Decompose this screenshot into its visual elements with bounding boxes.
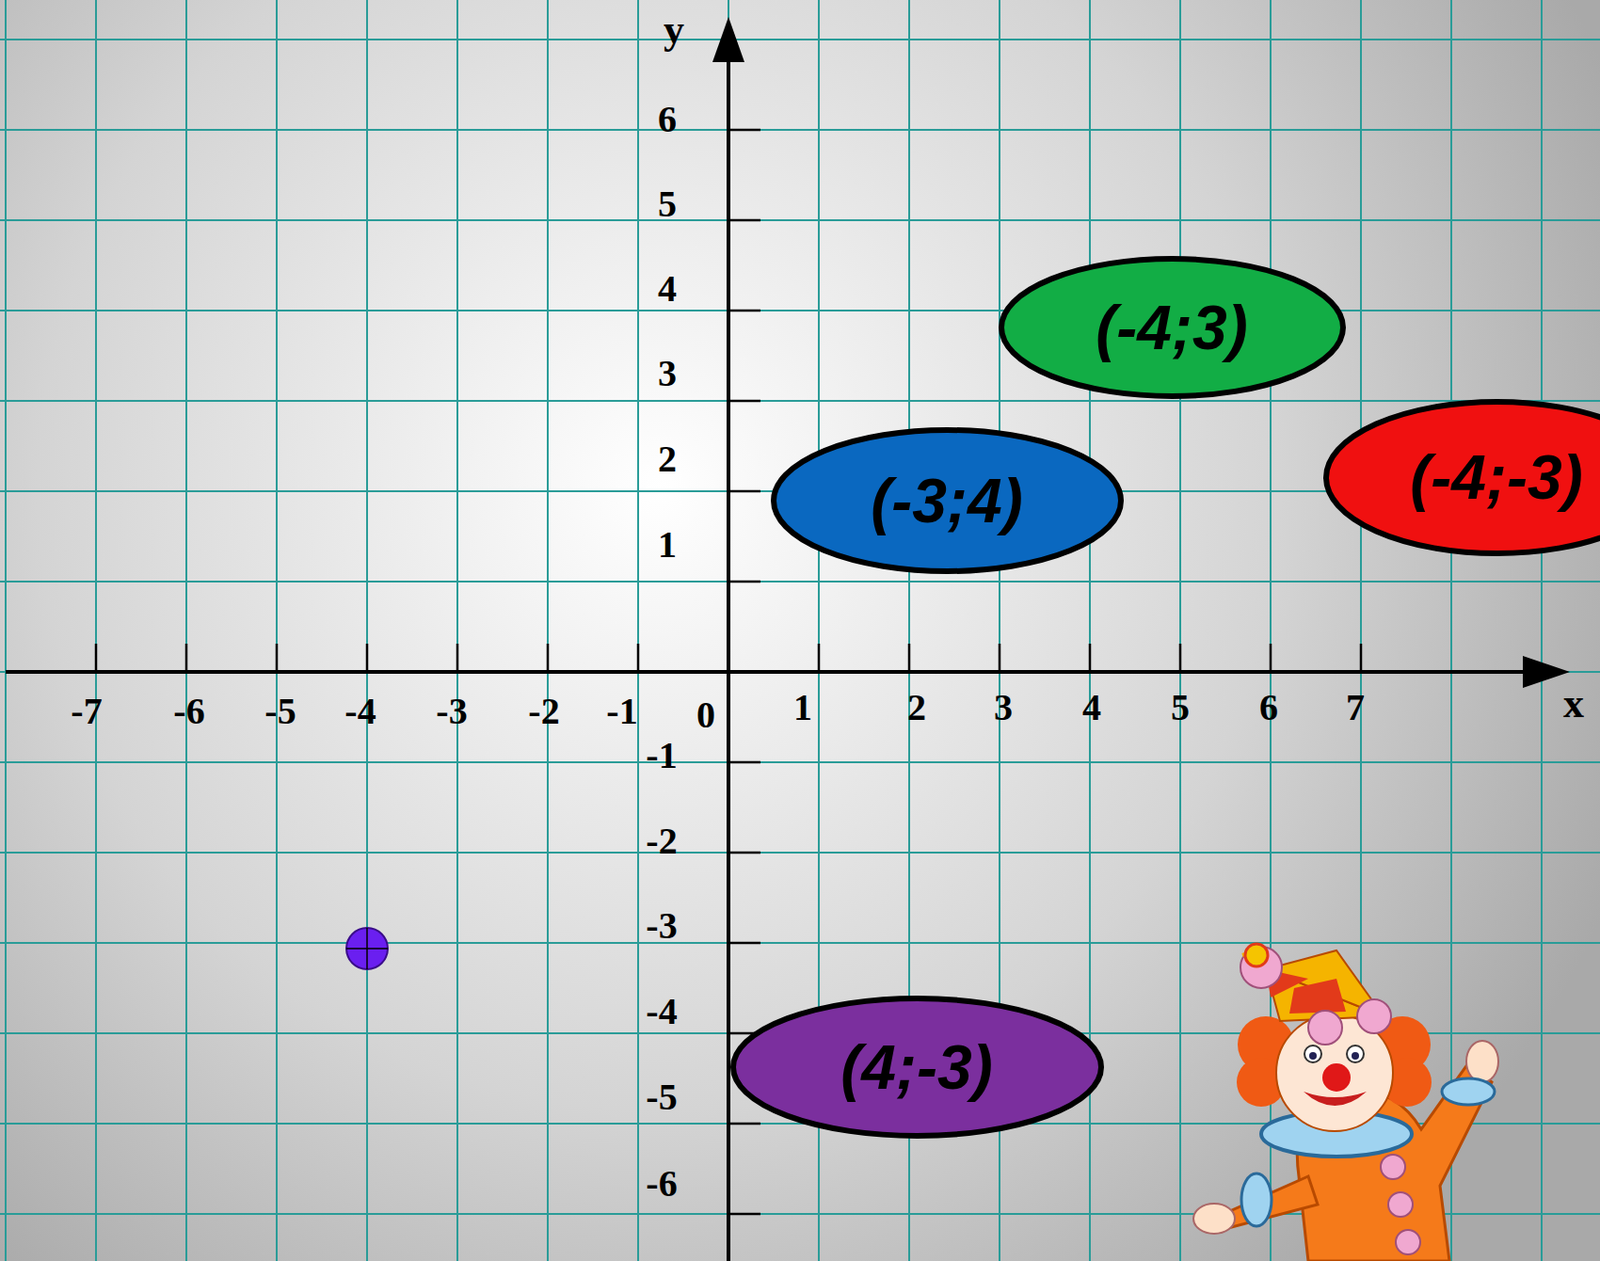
clown-illustration [1193,944,1499,1261]
tick [728,851,761,855]
axis-label: -5 [645,1078,677,1117]
grid-line [0,219,1600,222]
grid-line [275,0,278,1261]
axis-label: 3 [657,354,677,393]
coordinate-text: (-4;3) [1095,296,1248,359]
tick [817,643,821,672]
tick [546,643,550,672]
tick [728,1213,761,1216]
axis-label: -2 [645,822,677,861]
point [346,928,388,970]
axis-label: 1 [657,526,677,564]
grid-line [1450,0,1453,1261]
grid-line [95,0,97,1261]
axis-label: x [1563,683,1584,725]
tick [637,643,640,672]
tick [908,643,912,672]
y-axis [726,47,731,1261]
grid-line [0,580,1600,583]
axis-label: 5 [1170,688,1190,727]
axis-label: 6 [657,100,677,139]
tick [366,643,369,672]
coordinate-text: (4;-3) [840,1036,992,1099]
tick [1088,643,1092,672]
tick [275,643,279,672]
axis-label: -3 [645,907,677,945]
coordinate-text: (-4;-3) [1409,446,1583,509]
grid-line [0,38,1600,41]
answer-ellipse: (-3;4) [770,427,1124,575]
tick [185,643,189,672]
x-arrow [1522,656,1570,688]
tick [998,643,1002,672]
grid-line [0,128,1600,131]
axis-label: 5 [657,185,677,224]
tick [728,309,761,313]
tick [728,1122,761,1126]
y-arrow [712,16,745,63]
grid-line [0,851,1600,854]
tick [728,761,761,765]
answer-ellipse: (-4;3) [998,256,1346,400]
tick [728,580,761,584]
tick [1179,643,1183,672]
axis-label: -1 [606,692,638,731]
grid-line [0,309,1600,312]
tick [95,643,98,672]
axis-label: -7 [70,692,102,731]
axis-label: -3 [435,692,467,731]
axis-label: -4 [344,692,376,731]
tick [728,219,761,223]
grid-line [546,0,549,1261]
axis-label: -6 [173,692,205,731]
grid-line [185,0,188,1261]
axis-label: 4 [1082,688,1102,727]
grid-line [4,0,7,1261]
axis-label: -4 [645,992,677,1031]
axis-label: y [663,9,685,51]
grid-line [366,0,368,1261]
grid-line [1179,0,1182,1261]
axis-label: 7 [1345,688,1365,727]
axis-label: -2 [528,692,560,731]
axis-label: 2 [657,440,677,479]
axis-label: 0 [696,696,716,735]
tick [456,643,460,672]
axis-label: -6 [645,1165,677,1203]
tick [728,400,761,403]
tick [728,128,761,132]
grid-line [0,671,1600,673]
grid-line [0,761,1600,764]
grid-line [1540,0,1543,1261]
grid-line [727,0,730,1261]
grid-line [0,942,1600,944]
coordinate-text: (-3;4) [870,469,1023,532]
answer-ellipse: (4;-3) [730,995,1104,1139]
grid-line [637,0,640,1261]
x-axis [5,670,1544,674]
tick [728,490,761,494]
grid-line [0,400,1600,402]
axis-label: 2 [907,688,927,727]
axis-label: -5 [264,692,296,731]
tick [1360,643,1363,672]
answer-ellipse: (-4;-3) [1323,399,1600,557]
tick [728,942,761,945]
axis-label: 6 [1259,688,1279,727]
grid-line [456,0,459,1261]
axis-label: 3 [993,688,1013,727]
axis-label: 1 [793,688,813,727]
axis-label: 4 [657,270,677,308]
axis-label: -1 [645,736,677,775]
tick [1269,643,1273,672]
